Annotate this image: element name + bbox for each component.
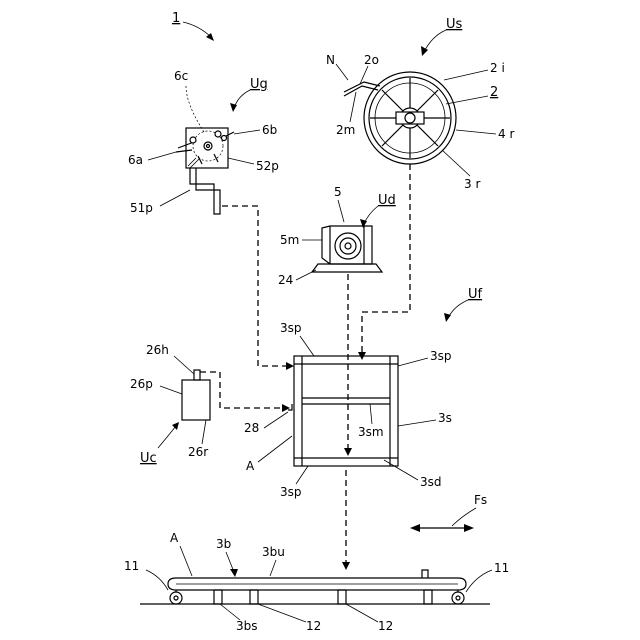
label-11-right: 11	[494, 561, 509, 575]
label-52p: 52p	[256, 159, 279, 173]
label-26p: 26p	[130, 377, 153, 391]
label-a-frame: A	[246, 459, 255, 473]
fig-pointer-arrowhead	[206, 33, 214, 41]
label-2i: 2 i	[490, 61, 505, 75]
fig-pointer-line	[183, 22, 212, 38]
controller-body-26p	[182, 380, 210, 420]
label-5m: 5m	[280, 233, 299, 247]
label-3r: 3 r	[464, 177, 480, 191]
label-uf: Uf	[468, 287, 483, 302]
label-3b: 3b	[216, 537, 231, 551]
label-us: Us	[446, 17, 463, 32]
label-ud: Ud	[378, 193, 396, 208]
label-3sp-top: 3sp	[280, 321, 302, 335]
label-a-table: A	[170, 531, 179, 545]
movement-direction-fs: Fs	[410, 493, 487, 532]
label-ug: Ug	[250, 77, 268, 92]
label-fs: Fs	[474, 493, 487, 507]
leg-12-left	[250, 590, 258, 604]
label-28: 28	[244, 421, 259, 435]
label-3sp-bottom: 3sp	[280, 485, 302, 499]
label-11-left: 11	[124, 559, 139, 573]
label-26r: 26r	[188, 445, 208, 459]
drive-unit-ud: 5 Ud 5m 24	[278, 185, 396, 287]
label-2m: 2m	[336, 123, 355, 137]
label-2o: 2o	[364, 53, 379, 67]
label-3sm: 3sm	[358, 425, 384, 439]
label-6a: 6a	[128, 153, 143, 167]
conveyor-table-3b: A 3b 3bu 11 11 3bs 12 12	[124, 531, 509, 633]
label-26h: 26h	[146, 343, 169, 357]
leader-n	[336, 64, 348, 80]
label-fig-1: 1	[172, 11, 180, 26]
label-3bs: 3bs	[236, 619, 258, 633]
label-12-left: 12	[306, 619, 321, 633]
controller-head-26h	[194, 370, 200, 380]
label-3sp-right: 3sp	[430, 349, 452, 363]
label-24: 24	[278, 273, 293, 287]
reel-unit-us: Us N 2o 2 i	[326, 17, 514, 191]
figure-number: 1	[172, 11, 214, 41]
label-51p: 51p	[130, 201, 153, 215]
controller-uc: 26h 26p 26r Uc	[130, 343, 210, 466]
arm-6a	[176, 150, 192, 152]
wheel-11-right	[452, 592, 464, 604]
bracket-51p	[190, 168, 220, 214]
wheel-11-left	[170, 592, 182, 604]
label-uc: Uc	[140, 451, 157, 466]
label-6c: 6c	[174, 69, 188, 83]
motor-pulley	[335, 233, 361, 259]
tape-strip-2	[344, 82, 380, 92]
gripper-unit-ug: Ug 6c 6b 6a 52p 51p	[128, 69, 279, 215]
label-4r: 4 r	[498, 127, 514, 141]
reel-hub-bracket	[396, 112, 424, 124]
connection-lines	[200, 164, 410, 570]
feed-unit-uf-label: Uf	[444, 287, 483, 322]
label-n: N	[326, 53, 335, 67]
label-3s: 3s	[438, 411, 452, 425]
us-pointer-line	[424, 30, 446, 52]
motor-base-24	[312, 264, 382, 272]
label-6b: 6b	[262, 123, 277, 137]
label-3bu: 3bu	[262, 545, 285, 559]
label-5: 5	[334, 185, 342, 199]
label-12-right: 12	[378, 619, 393, 633]
leg-3bs	[214, 590, 222, 604]
line-controller-to-frame	[200, 372, 284, 408]
leg-12-right	[338, 590, 346, 604]
label-3sd: 3sd	[420, 475, 442, 489]
label-2: 2	[490, 85, 498, 100]
leg-right	[424, 590, 432, 604]
